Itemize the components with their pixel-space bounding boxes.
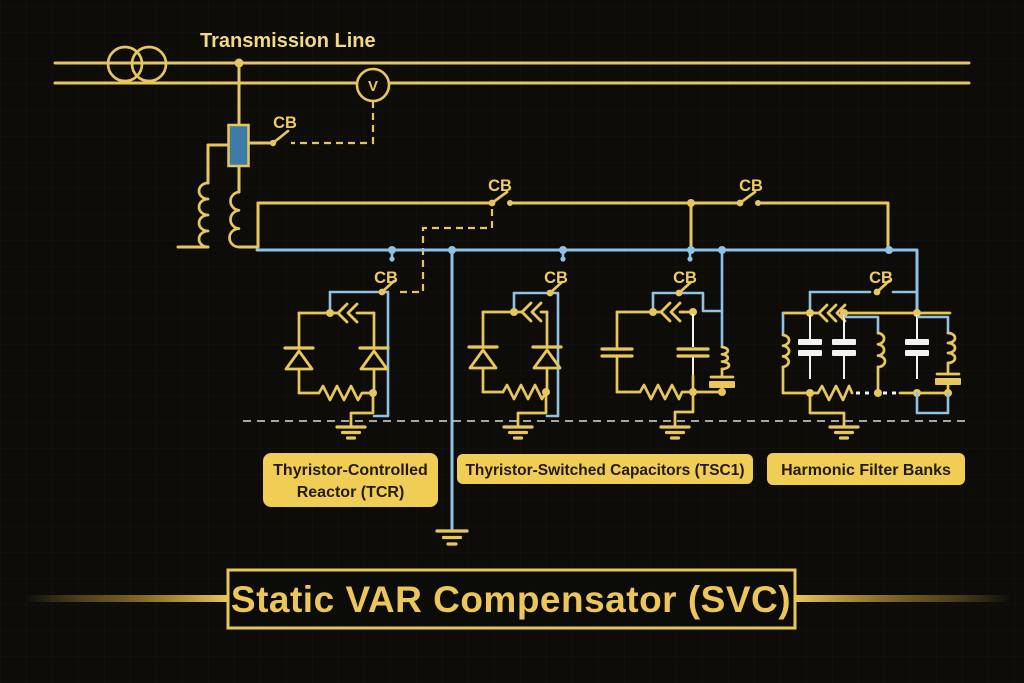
switch-contact-dot — [389, 256, 395, 262]
tsc-label-main: Thyristor-Switched Capacitors — [465, 462, 694, 479]
diagram-title: Transmission Line — [200, 30, 376, 52]
resistor-icon — [501, 383, 549, 401]
ground-icon-center — [435, 529, 469, 546]
cb-label-branch-1: CB — [374, 269, 398, 287]
cb-label-main: CB — [273, 114, 297, 132]
inductor-coil-icon — [843, 315, 887, 395]
filter-capacitor-icon — [905, 315, 929, 379]
junction-dot — [840, 309, 848, 317]
tcr-label-line2: Reactor (TCR) — [297, 484, 405, 501]
inductor-chevron-icon — [659, 301, 682, 323]
capacitor-icon — [600, 310, 634, 394]
tsc-label-box: Thyristor-Switched Capacitors (TSC1) — [457, 454, 753, 484]
thyristor-icon — [531, 345, 563, 394]
coupling-wires — [206, 61, 275, 194]
junction-dot — [687, 199, 695, 207]
tcr-label-box: Thyristor-Controlled Reactor (TCR) — [263, 453, 438, 507]
thyristor-icon — [467, 345, 499, 394]
junction-dot — [874, 389, 882, 397]
junction-dot — [510, 308, 518, 316]
junction-dot — [559, 246, 567, 254]
cb-switch-main — [269, 129, 290, 147]
switch-contact-dot — [687, 256, 693, 262]
cb-switch-branch-1 — [378, 279, 396, 296]
cb-switch-branch-2 — [546, 280, 564, 297]
tcr-label-line1: Thyristor-Controlled — [273, 462, 428, 479]
tcr-branch: CB — [283, 269, 398, 440]
transmission-line-wires — [53, 61, 971, 85]
tsc-thyristor-branch: CB — [467, 269, 568, 440]
junction-dot — [326, 309, 334, 317]
junction-dot — [388, 246, 396, 254]
junction-dot — [687, 246, 695, 254]
cb-switch-bus-1 — [488, 190, 513, 207]
capacitor-icon — [676, 314, 710, 394]
svc-banner-title: Static VAR Compensator (SVC) — [231, 579, 791, 620]
filter-capacitor-icon — [832, 315, 856, 379]
cb-control-dashed-link — [398, 209, 494, 294]
junction-dot — [718, 388, 726, 396]
tsc-label: Thyristor-Switched Capacitors (TSC1) — [465, 462, 744, 479]
voltmeter-control-dashed-line — [291, 101, 375, 145]
cb-label-branch-4: CB — [869, 269, 893, 287]
ground-icon — [335, 425, 367, 440]
junction-dot — [806, 309, 814, 317]
junction-dot — [689, 308, 697, 316]
ground-icon — [659, 425, 691, 440]
filter-capacitor-icon — [798, 315, 822, 379]
switch-contact-dot — [560, 256, 566, 262]
junction-dot — [913, 309, 921, 317]
resistor-icon — [816, 384, 854, 402]
cb-label-bus-2: CB — [739, 177, 763, 195]
transformer-icon — [106, 45, 168, 83]
tsc-label-code: (TSC1) — [695, 462, 745, 479]
cb-switch-branch-3 — [675, 280, 693, 297]
cb-label-branch-2: CB — [544, 269, 568, 287]
inductor-chevron-icon — [520, 301, 543, 323]
thyristor-icon — [283, 346, 315, 395]
voltmeter: V — [355, 67, 391, 103]
resistor-icon — [638, 383, 724, 401]
cb-label-branch-3: CB — [673, 269, 697, 287]
cb-label-bus-1: CB — [488, 177, 512, 195]
cb-switch-bus-2 — [736, 190, 761, 207]
inductor-coil-icon — [916, 315, 957, 365]
voltmeter-label: V — [368, 78, 378, 95]
branch-blue-wire — [915, 391, 950, 415]
resistor-icon — [317, 384, 376, 402]
thyristor-icon — [358, 346, 390, 395]
harmonic-filter-branch: CB — [781, 269, 961, 440]
inductor-chevron-icon — [336, 302, 359, 324]
branch-blue-wire — [328, 290, 390, 418]
banner-left-rule — [25, 595, 228, 602]
inductor-coil-icon — [720, 345, 731, 371]
breaker-box-icon — [227, 123, 250, 168]
ground-icon — [502, 425, 534, 440]
harmonic-label: Harmonic Filter Banks — [781, 462, 951, 479]
yellow-bus — [256, 201, 890, 253]
banner-right-rule — [795, 595, 1011, 602]
transformer-winding-icon — [176, 181, 260, 249]
junction-dot — [885, 246, 893, 254]
ground-icon — [828, 425, 860, 440]
inductor-coil-icon — [781, 311, 791, 395]
junction-dot — [649, 308, 657, 316]
battery-icon — [935, 361, 961, 395]
svc-banner: Static VAR Compensator (SVC) — [226, 568, 797, 630]
harmonic-label-box: Harmonic Filter Banks — [767, 453, 965, 485]
branch-blue-wire — [512, 291, 560, 418]
cb-switch-branch-4 — [873, 279, 891, 296]
inductor-chevron-icon — [817, 303, 847, 323]
tsc-capacitor-branch: CB — [600, 248, 735, 440]
